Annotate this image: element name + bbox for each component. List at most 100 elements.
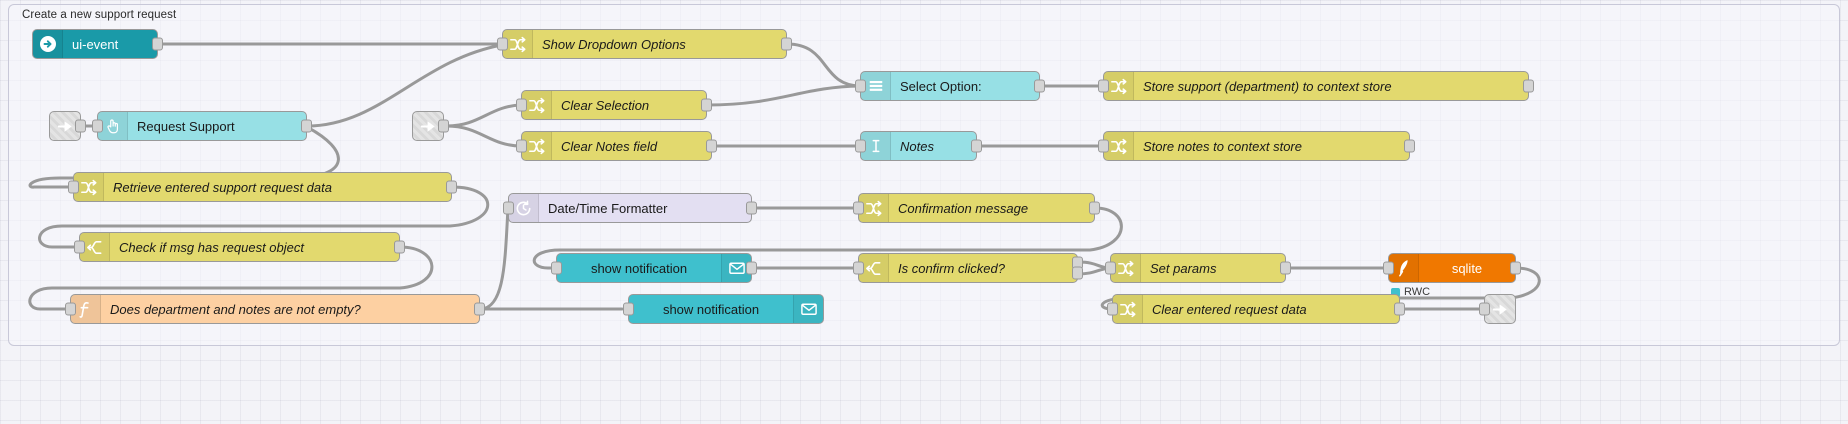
flow-group-label: Create a new support request (22, 9, 177, 21)
input-port[interactable] (92, 119, 103, 133)
node-label: Clear Notes field (561, 138, 658, 154)
node-notes[interactable]: Notes (855, 131, 982, 161)
output-port[interactable] (446, 180, 457, 194)
output-port[interactable] (1523, 79, 1534, 93)
node-label: Store support (department) to context st… (1143, 78, 1392, 94)
node-label: Confirmation message (898, 200, 1029, 216)
output-port[interactable] (746, 261, 757, 275)
change-icon (1113, 295, 1143, 323)
node-show-dropdown-options[interactable]: Show Dropdown Options (497, 29, 792, 59)
node-label: Date/Time Formatter (548, 200, 668, 216)
status-badge-text: RWC (1404, 286, 1431, 298)
input-port[interactable] (551, 261, 562, 275)
input-port[interactable] (853, 201, 864, 215)
output-port[interactable] (971, 139, 982, 153)
output-port[interactable] (1510, 261, 1521, 275)
input-port[interactable] (68, 180, 79, 194)
node-ui-event[interactable]: ui-event (32, 29, 163, 59)
node-clear-notes-field[interactable]: Clear Notes field (516, 131, 717, 161)
input-port[interactable] (1098, 79, 1109, 93)
node-label: Clear entered request data (1152, 301, 1307, 317)
node-store-notes-to-context-store[interactable]: Store notes to context store (1098, 131, 1415, 161)
input-port[interactable] (853, 261, 864, 275)
node-label: Set params (1150, 260, 1217, 276)
input-port[interactable] (1098, 139, 1109, 153)
node-select-option[interactable]: Select Option: (855, 71, 1045, 101)
link-out-icon[interactable] (1479, 294, 1516, 324)
text-cursor-icon (861, 132, 891, 160)
node-label: Store notes to context store (1143, 138, 1302, 154)
node-does-department-and-notes-are-not-empty[interactable]: Does department and notes are not empty? (65, 294, 485, 324)
node-set-params[interactable]: Set params (1105, 253, 1291, 283)
output-port[interactable] (746, 201, 757, 215)
node-is-confirm-clicked[interactable]: Is confirm clicked? (853, 253, 1083, 283)
envelope-icon (793, 295, 823, 323)
node-clear-entered-request-data[interactable]: Clear entered request data (1107, 294, 1405, 324)
function-f-icon (71, 295, 101, 323)
link-in-icon[interactable] (49, 111, 86, 141)
input-port[interactable] (516, 139, 527, 153)
node-label: sqlite (1451, 260, 1483, 276)
arrow-right-circle-icon (33, 30, 63, 58)
node-sqlite[interactable]: sqlite (1383, 253, 1521, 283)
switch-icon (859, 254, 889, 282)
node-check-if-msg-has-request-object[interactable]: Check if msg has request object (74, 232, 405, 262)
output-port[interactable] (1394, 302, 1405, 316)
node-label: show notification (662, 301, 760, 317)
output-port[interactable] (701, 98, 712, 112)
link-in-icon[interactable] (412, 111, 449, 141)
change-icon (1104, 72, 1134, 100)
output-port[interactable] (781, 37, 792, 51)
change-icon (859, 194, 889, 222)
node-label: Check if msg has request object (119, 239, 304, 255)
node-label: Retrieve entered support request data (113, 179, 332, 195)
input-port[interactable] (497, 37, 508, 51)
node-label: Select Option: (900, 78, 982, 94)
input-port[interactable] (1105, 261, 1116, 275)
node-request-support[interactable]: Request Support (92, 111, 312, 141)
input-port[interactable] (65, 302, 76, 316)
node-label: Clear Selection (561, 97, 650, 113)
output-port[interactable] (301, 119, 312, 133)
input-port[interactable] (1383, 261, 1394, 275)
node-show-notification-1[interactable]: show notification (551, 253, 757, 283)
input-port[interactable] (855, 139, 866, 153)
output-port[interactable] (75, 119, 86, 133)
status-badge-sqlite: RWC (1391, 286, 1430, 298)
node-show-notification-2[interactable]: show notification (623, 294, 824, 324)
change-icon (1111, 254, 1141, 282)
input-port[interactable] (1479, 302, 1490, 316)
output-port[interactable] (1034, 79, 1045, 93)
output-port[interactable] (706, 139, 717, 153)
clock-icon (509, 194, 539, 222)
output-port[interactable] (1404, 139, 1415, 153)
status-dot-icon (1391, 287, 1400, 297)
input-port[interactable] (516, 98, 527, 112)
output-port-2[interactable] (1072, 266, 1083, 280)
output-port[interactable] (438, 119, 449, 133)
output-port[interactable] (152, 37, 163, 51)
node-label: Notes (900, 138, 934, 154)
node-clear-selection[interactable]: Clear Selection (516, 90, 712, 120)
node-date-time-formatter[interactable]: Date/Time Formatter (503, 193, 757, 223)
node-store-support-to-context-store[interactable]: Store support (department) to context st… (1098, 71, 1534, 101)
input-port[interactable] (623, 302, 634, 316)
hand-pointer-icon (98, 112, 128, 140)
input-port[interactable] (1107, 302, 1118, 316)
change-icon (522, 91, 552, 119)
output-port[interactable] (1280, 261, 1291, 275)
input-port[interactable] (74, 240, 85, 254)
node-retrieve-entered-support-request-data[interactable]: Retrieve entered support request data (68, 172, 457, 202)
input-port[interactable] (855, 79, 866, 93)
feather-icon (1389, 254, 1419, 282)
output-port[interactable] (394, 240, 405, 254)
node-label: Does department and notes are not empty? (110, 301, 361, 317)
change-icon (522, 132, 552, 160)
output-port[interactable] (1089, 201, 1100, 215)
dropdown-list-icon (861, 72, 891, 100)
input-port[interactable] (503, 201, 514, 215)
change-icon (503, 30, 533, 58)
output-port[interactable] (474, 302, 485, 316)
node-confirmation-message[interactable]: Confirmation message (853, 193, 1100, 223)
